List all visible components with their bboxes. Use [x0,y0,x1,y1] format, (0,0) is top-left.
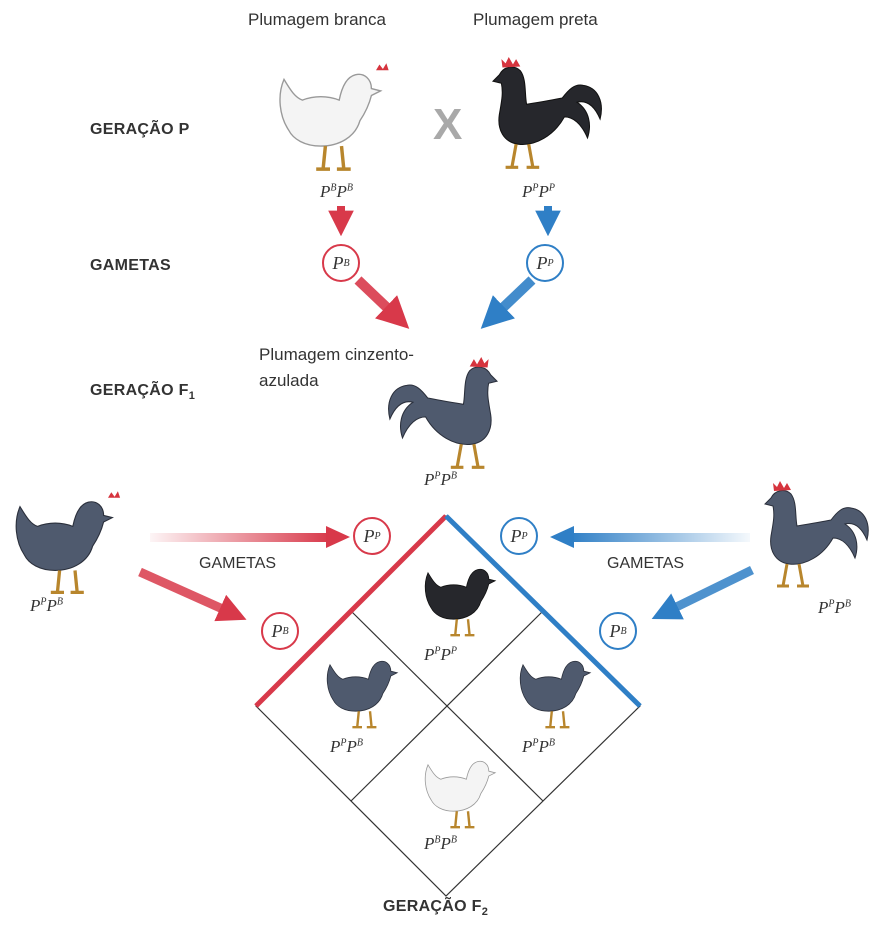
generation-p-label: GERAÇÃO P [90,121,190,139]
gametes-right-label: GAMETAS [607,555,684,573]
white-hen-icon [280,63,389,169]
white-chick-icon [425,761,495,827]
genotype-black-parent: PPPP [522,182,555,202]
genotype-f1: PPPB [424,470,457,490]
gametes-left-label: GAMETAS [199,555,276,573]
genotype-f1-left: PPPB [30,596,63,616]
grey-blue-rooster-right-icon [765,481,868,586]
grey-blue-hen-left-icon [16,491,120,592]
genotype-f2-top: PPPP [424,645,457,665]
grey-chick-right-icon [520,661,590,727]
genotype-f2-right: PPPB [522,737,555,757]
genotype-f2-left: PPPB [330,737,363,757]
gametes-label: GAMETAS [90,257,171,275]
black-rooster-icon [493,57,601,167]
black-plumage-label: Plumagem preta [473,10,598,30]
genotype-f1-right: PPPB [818,598,851,618]
white-plumage-label: Plumagem branca [248,10,386,30]
genotype-white-parent: PBPB [320,182,353,202]
cross-symbol: X [433,100,462,150]
f1-plumage-label-line2: azulada [259,371,319,391]
black-chick-icon [425,569,495,635]
generation-f1-label: GERAÇÃO F1 [90,382,195,402]
generation-f2-label: GERAÇÃO F2 [383,898,488,918]
grey-blue-rooster-icon [389,357,497,467]
f1-plumage-label-line1: Plumagem cinzento- [259,345,414,365]
genotype-f2-bottom: PBPB [424,834,457,854]
grey-chick-left-icon [327,661,397,727]
